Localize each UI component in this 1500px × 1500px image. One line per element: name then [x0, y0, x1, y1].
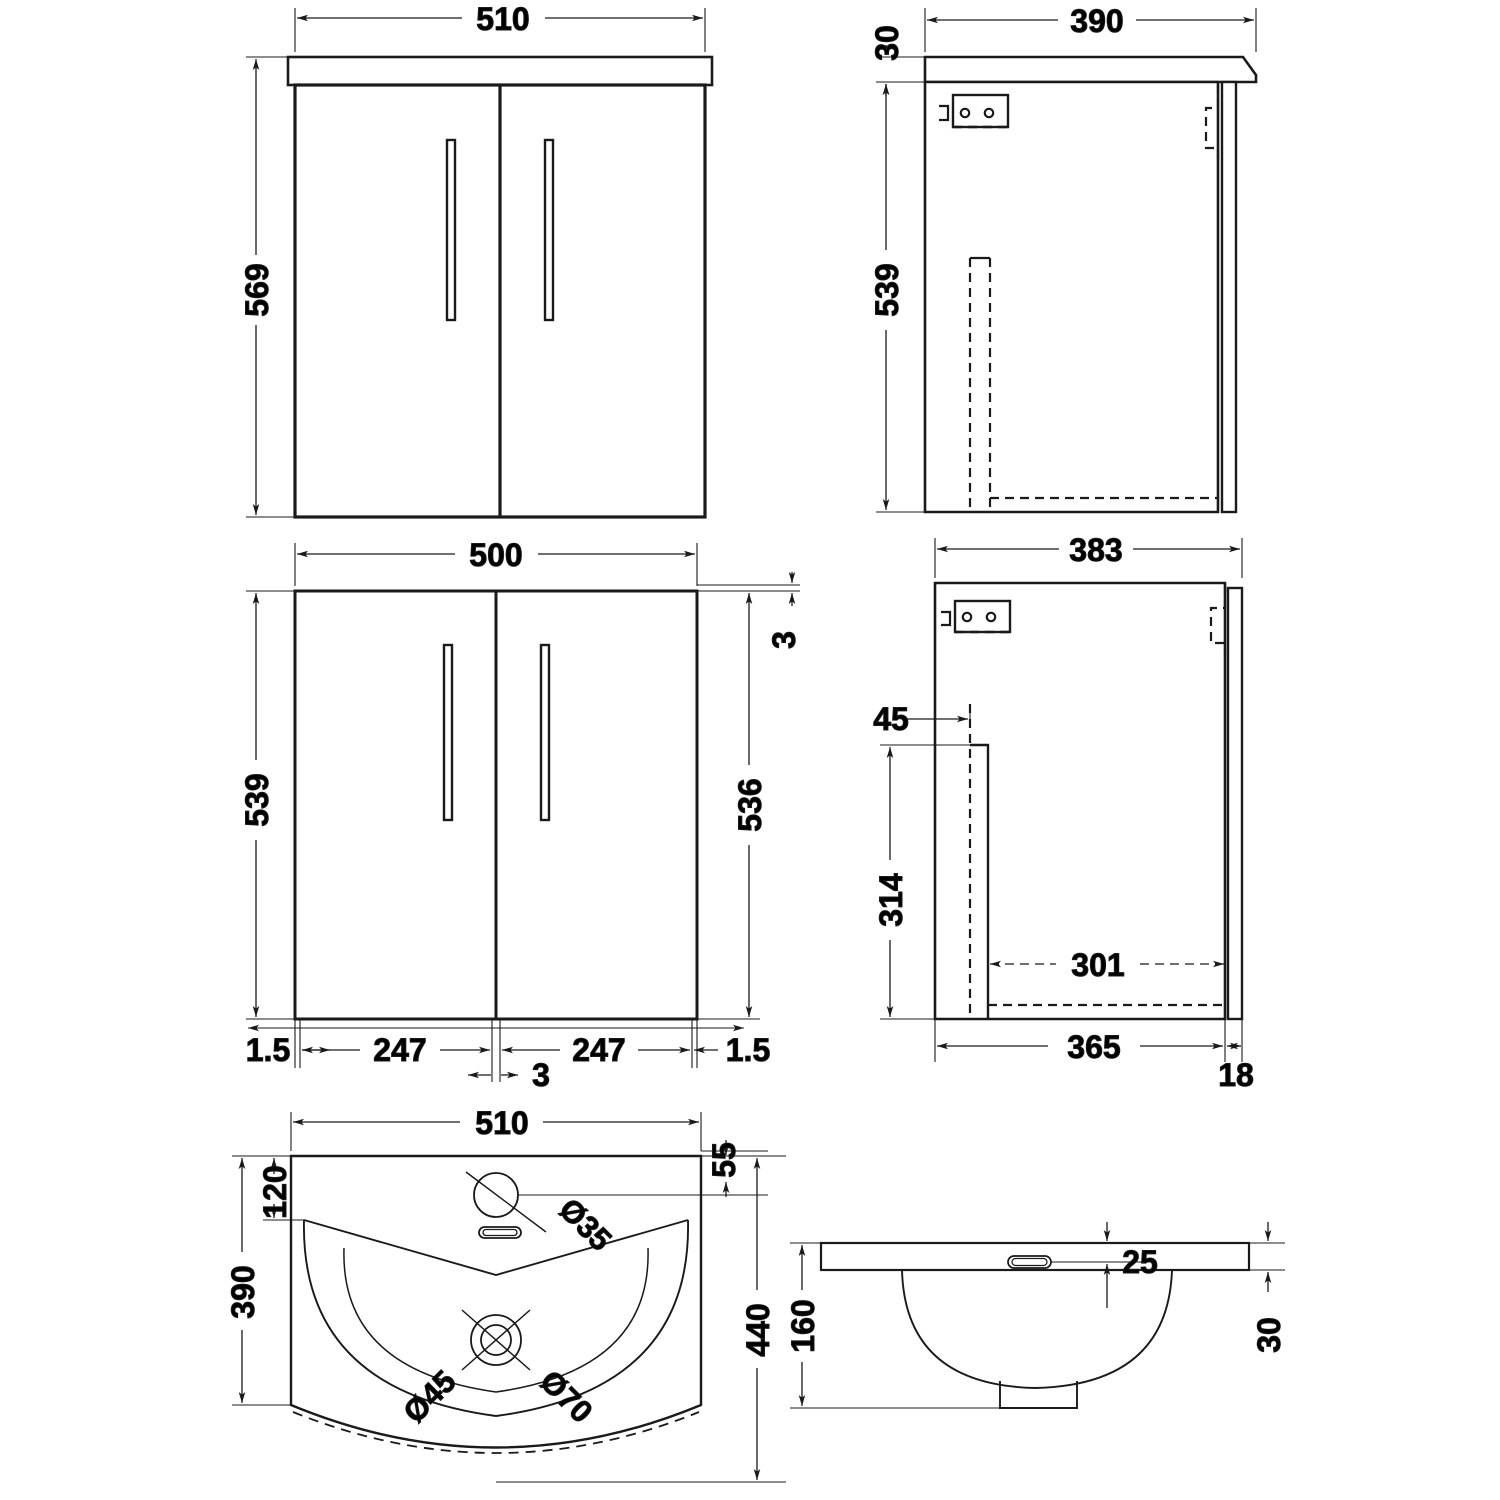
hinge-screw-hole-2	[983, 107, 995, 119]
view-basin-section: 160 25 30	[785, 1222, 1288, 1409]
carcass-door-handle-right	[539, 643, 551, 822]
dim-label-30-top: 30	[869, 25, 905, 61]
basin-front-edge-hidden	[292, 1411, 700, 1454]
dim-label-30-right: 30	[1251, 1317, 1287, 1353]
dim-label-1p5-left: 1.5	[246, 1032, 290, 1068]
door-handle-right	[543, 138, 555, 322]
dim-label-365: 365	[1067, 1029, 1120, 1065]
dim-label-18: 18	[1218, 1057, 1254, 1093]
dim-label-3-right: 3	[766, 631, 802, 649]
carcass-door-handle-left	[442, 643, 454, 822]
basin-top-front	[286, 55, 714, 87]
basin-plan-outline	[289, 1154, 703, 1449]
hidden-hinge-cup-section	[1209, 586, 1227, 655]
bowl-inner-rim	[343, 1247, 649, 1393]
basin-top-side	[923, 55, 1258, 84]
hinge-screw-hole-section-2	[985, 611, 997, 623]
view-side-elevation-with-basin: 390 30 539	[869, 3, 1258, 514]
waste-boss-section	[999, 1381, 1078, 1409]
view-side-section-carcass: 383 45 314 301 365 18	[873, 532, 1255, 1094]
dim-label-539-top-right: 539	[869, 263, 905, 316]
dim-label-383: 383	[1069, 532, 1122, 568]
dim-label-120: 120	[257, 1165, 293, 1218]
hinge-plate-section	[941, 610, 952, 627]
bowl-profile-section	[901, 1269, 1173, 1389]
carcass-side-outline	[923, 80, 1220, 514]
door-handle-left	[445, 138, 457, 322]
tap-hole-leader	[465, 1171, 547, 1233]
bowl-outer-rim	[303, 1219, 689, 1417]
dim-label-569: 569	[239, 263, 275, 316]
dim-label-510-basin: 510	[475, 1105, 528, 1141]
dim-label-510-top: 510	[476, 1, 529, 37]
overflow-slot-section-inner	[1011, 1257, 1048, 1267]
dim-label-3-centre: 3	[532, 1057, 550, 1093]
view-front-elevation-with-basin: 510 569	[239, 1, 714, 519]
door-panel-side	[1220, 80, 1238, 514]
dim-label-1p5-right: 1.5	[726, 1032, 770, 1068]
hinge-plate	[939, 104, 950, 122]
dim-label-539-mid: 539	[239, 773, 275, 826]
dim-label-160: 160	[785, 1299, 821, 1352]
dim-label-536: 536	[732, 778, 768, 831]
dim-label-500: 500	[469, 537, 522, 573]
dim-label-247-right: 247	[572, 1032, 625, 1068]
dim-label-440: 440	[740, 1303, 776, 1356]
dim-label-55: 55	[706, 1142, 742, 1178]
dim-label-390: 390	[1070, 3, 1123, 39]
hinge-screw-hole-1	[959, 107, 971, 119]
waste-leader-2	[461, 1309, 531, 1371]
overflow-slot-inner	[482, 1228, 518, 1237]
door-panel-section	[1226, 586, 1244, 1021]
dim-label-25: 25	[1122, 1244, 1158, 1280]
view-front-elevation-carcass: 500 539 3 536 1.5 247	[239, 537, 803, 1094]
view-basin-plan: Ø35 Ø45 Ø70 510 120 390 55	[225, 1105, 786, 1483]
dim-label-314: 314	[873, 873, 909, 927]
dim-label-301: 301	[1071, 947, 1124, 983]
internal-panel-solid	[970, 743, 990, 1019]
dim-label-390-basin: 390	[225, 1265, 261, 1318]
dim-label-247-left: 247	[373, 1032, 426, 1068]
bowl-rear-rim	[303, 1219, 689, 1276]
hinge-screw-hole-section-1	[961, 611, 973, 623]
hidden-hinge-cup	[1204, 84, 1220, 160]
dim-label-45: 45	[873, 701, 909, 737]
